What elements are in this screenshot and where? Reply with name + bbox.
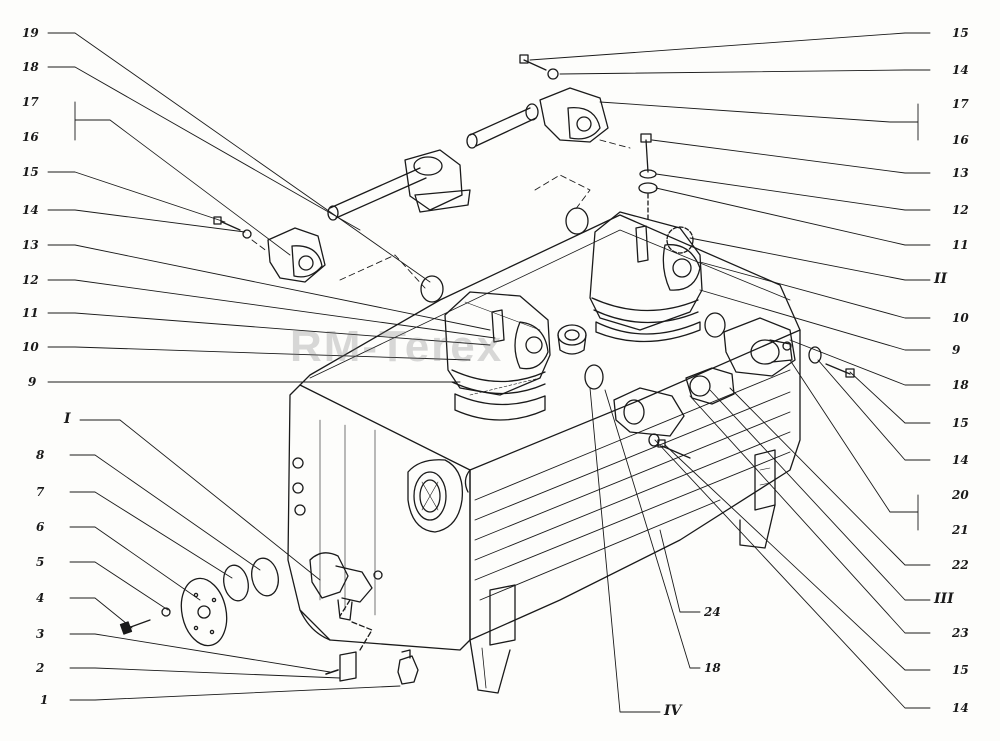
leader-lines-right <box>529 32 931 709</box>
callout-18-bottom: 18 <box>704 661 721 675</box>
callout-12-right: 12 <box>952 203 969 217</box>
callout-19-left: 19 <box>22 26 39 40</box>
callout-15-left: 15 <box>22 165 39 179</box>
callout-7: 7 <box>36 485 45 499</box>
assembly-routes <box>251 139 631 289</box>
front-cover-assembly <box>119 552 419 685</box>
callout-12-left: 12 <box>22 273 39 287</box>
callout-23: 23 <box>952 626 969 640</box>
right-filter-bolts <box>638 133 658 223</box>
callout-15-right-low: 15 <box>952 663 969 677</box>
callout-13-right: 13 <box>952 166 969 180</box>
callout-14-right-top: 14 <box>952 63 969 77</box>
callout-18-left: 18 <box>22 60 39 74</box>
callout-6: 6 <box>36 520 45 534</box>
callout-18-right: 18 <box>952 378 969 392</box>
tank-legs <box>469 449 776 694</box>
left-filter-assembly <box>444 291 551 421</box>
callout-II: II <box>934 271 948 287</box>
callout-10-right: 10 <box>952 311 969 325</box>
callout-24: 24 <box>704 605 721 619</box>
callout-2: 2 <box>36 661 45 675</box>
tank-body <box>287 214 801 651</box>
callout-1: 1 <box>40 693 49 707</box>
callout-16-left: 16 <box>22 130 39 144</box>
callout-15-right-top: 15 <box>952 26 969 40</box>
right-side-valve <box>613 317 855 459</box>
callout-15-right-mid: 15 <box>952 416 969 430</box>
right-filter-assembly <box>589 211 703 343</box>
callout-11-right: 11 <box>952 238 969 252</box>
leader-lines-left <box>47 32 496 701</box>
callout-14-right-low: 14 <box>952 701 969 715</box>
callout-5: 5 <box>36 555 45 569</box>
callout-14-right-mid: 14 <box>952 453 969 467</box>
callout-16-right: 16 <box>952 133 969 147</box>
callout-14-left: 14 <box>22 203 39 217</box>
callout-9-left: 9 <box>28 375 37 389</box>
callout-4: 4 <box>36 591 45 605</box>
upper-pump-parts <box>213 54 609 283</box>
watermark-text: RM-Terex <box>290 322 504 371</box>
callout-IV: IV <box>664 703 682 719</box>
callout-11-left: 11 <box>22 306 39 320</box>
front-face-fittings <box>292 457 464 533</box>
callout-9-right: 9 <box>952 343 961 357</box>
leader-lines-bottom <box>589 387 701 713</box>
callout-8: 8 <box>36 448 45 462</box>
callout-20: 20 <box>952 488 969 502</box>
callout-III: III <box>934 591 954 607</box>
callout-3: 3 <box>36 627 45 641</box>
callout-21: 21 <box>952 523 969 537</box>
callout-13-left: 13 <box>22 238 39 252</box>
callout-17-right: 17 <box>952 97 969 111</box>
callout-17-left: 17 <box>22 95 39 109</box>
breather-cap <box>557 324 587 355</box>
callout-22: 22 <box>952 558 969 572</box>
callout-I: I <box>64 411 71 427</box>
callout-10-left: 10 <box>22 340 39 354</box>
